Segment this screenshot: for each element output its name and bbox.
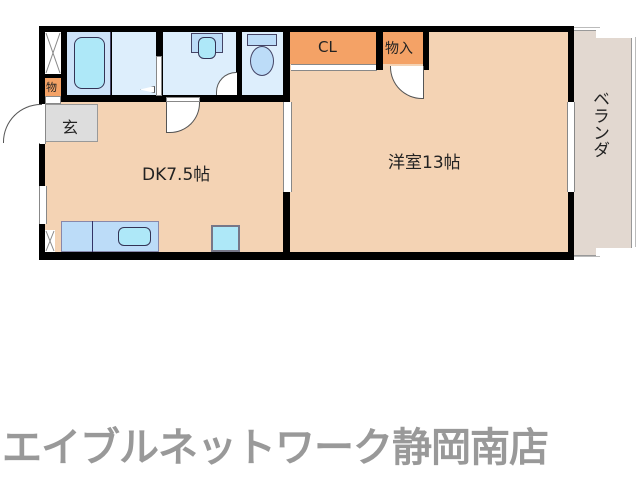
dk-window [39, 186, 47, 224]
washbasin-bowl-icon [198, 37, 216, 59]
small-storage [45, 78, 61, 96]
kitchen-sink-icon [118, 227, 151, 246]
room-western-label: 洋室13帖 [388, 153, 461, 173]
dk-door-opening [166, 97, 200, 102]
pipe-shaft-kitchen [45, 230, 55, 252]
closet-sliding-door[interactable] [291, 64, 377, 71]
toilet-tank-icon [247, 34, 277, 46]
counter-divider [92, 221, 93, 252]
partition-window [283, 102, 292, 192]
closet [290, 32, 378, 64]
storage [383, 32, 423, 64]
shaft-x-icon [45, 230, 55, 252]
closet-label: CL [318, 38, 337, 56]
closet-divider-wall [376, 32, 383, 70]
small-storage-door[interactable] [45, 96, 61, 104]
company-name: エイブルネットワーク静岡南店 [2, 425, 549, 471]
washroom-opening [156, 56, 162, 96]
bathtub-icon [74, 37, 105, 89]
small-storage-label: 物 [46, 81, 57, 94]
storage-label: 物入 [385, 41, 413, 57]
entrance [45, 104, 98, 142]
balcony-label: ベランダ [589, 90, 609, 158]
pipe-shaft-top [45, 32, 61, 74]
entrance-label: 玄 [62, 118, 79, 137]
room-dk-label: DK7.5帖 [142, 165, 211, 185]
shaft-x-icon [45, 32, 61, 74]
refrigerator-space-icon [211, 225, 240, 252]
washroom [112, 32, 156, 95]
toilet-bowl-icon [250, 46, 274, 76]
entrance-door[interactable] [3, 104, 42, 143]
storage-wall [423, 32, 429, 70]
balcony-window[interactable] [567, 102, 575, 192]
balcony [572, 30, 632, 256]
